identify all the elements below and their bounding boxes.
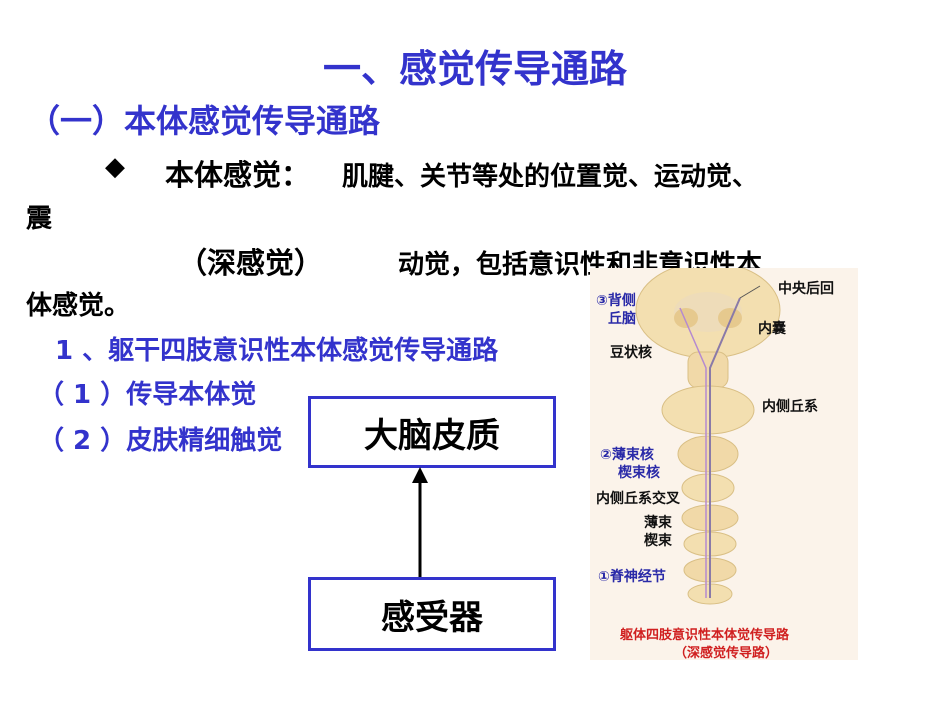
label-nuclei-2: 楔束核: [618, 465, 660, 481]
numbered-subitem-1: （ 1 ）传导本体觉: [38, 380, 257, 410]
spinal-pathway-illustration: [590, 268, 858, 660]
upward-arrow-icon: [412, 467, 428, 579]
receptor-label: 感受器: [381, 597, 483, 638]
label-thalamus-2: 丘脑: [608, 311, 636, 327]
bullet-icon: ◆: [105, 152, 125, 182]
cerebral-cortex-label: 大脑皮质: [364, 415, 500, 456]
bullet-label: 本体感觉：: [165, 158, 311, 192]
figure-caption-line1: 躯体四肢意识性本体觉传导路: [620, 628, 790, 643]
receptor-box: 感受器: [308, 577, 556, 651]
label-fasciculi-1: 薄束: [644, 515, 672, 531]
numbered-item-1: 1 、躯干四肢意识性本体感觉传导通路: [55, 336, 499, 366]
page-title: 一、感觉传导通路: [322, 47, 627, 91]
label-central-gyrus: 中央后回: [778, 281, 834, 297]
bullet-text-line1: 肌腱、关节等处的位置觉、运动觉、: [342, 162, 759, 192]
label-nuclei-1: ②薄束核: [600, 447, 654, 463]
label-fasciculi-2: 楔束: [644, 533, 672, 549]
label-medial-lemniscus: 内侧丘系: [762, 399, 818, 415]
deep-sense-label: （深感觉）: [178, 246, 324, 280]
label-spinal-ganglion: ①脊神经节: [598, 569, 666, 585]
label-internal-capsule: 内囊: [758, 321, 786, 337]
label-decussation: 内侧丘系交叉: [596, 491, 680, 507]
proprioceptive-pathway-figure: 中央后回 ③背侧 丘脑 内囊 豆状核 内侧丘系 ②薄束核 楔束核 内侧丘系交叉 …: [590, 268, 858, 661]
section-subtitle: （一）本体感觉传导通路: [28, 102, 381, 140]
bullet-text-line4: 体感觉。: [26, 291, 131, 321]
bullet-text-line2: 震: [26, 204, 53, 234]
label-lentiform: 豆状核: [610, 345, 652, 361]
cerebral-cortex-box: 大脑皮质: [308, 396, 556, 468]
figure-caption-line2: （深感觉传导路）: [674, 646, 779, 661]
numbered-subitem-2: （ 2 ）皮肤精细触觉: [38, 426, 283, 456]
label-thalamus-1: ③背侧: [596, 293, 636, 309]
